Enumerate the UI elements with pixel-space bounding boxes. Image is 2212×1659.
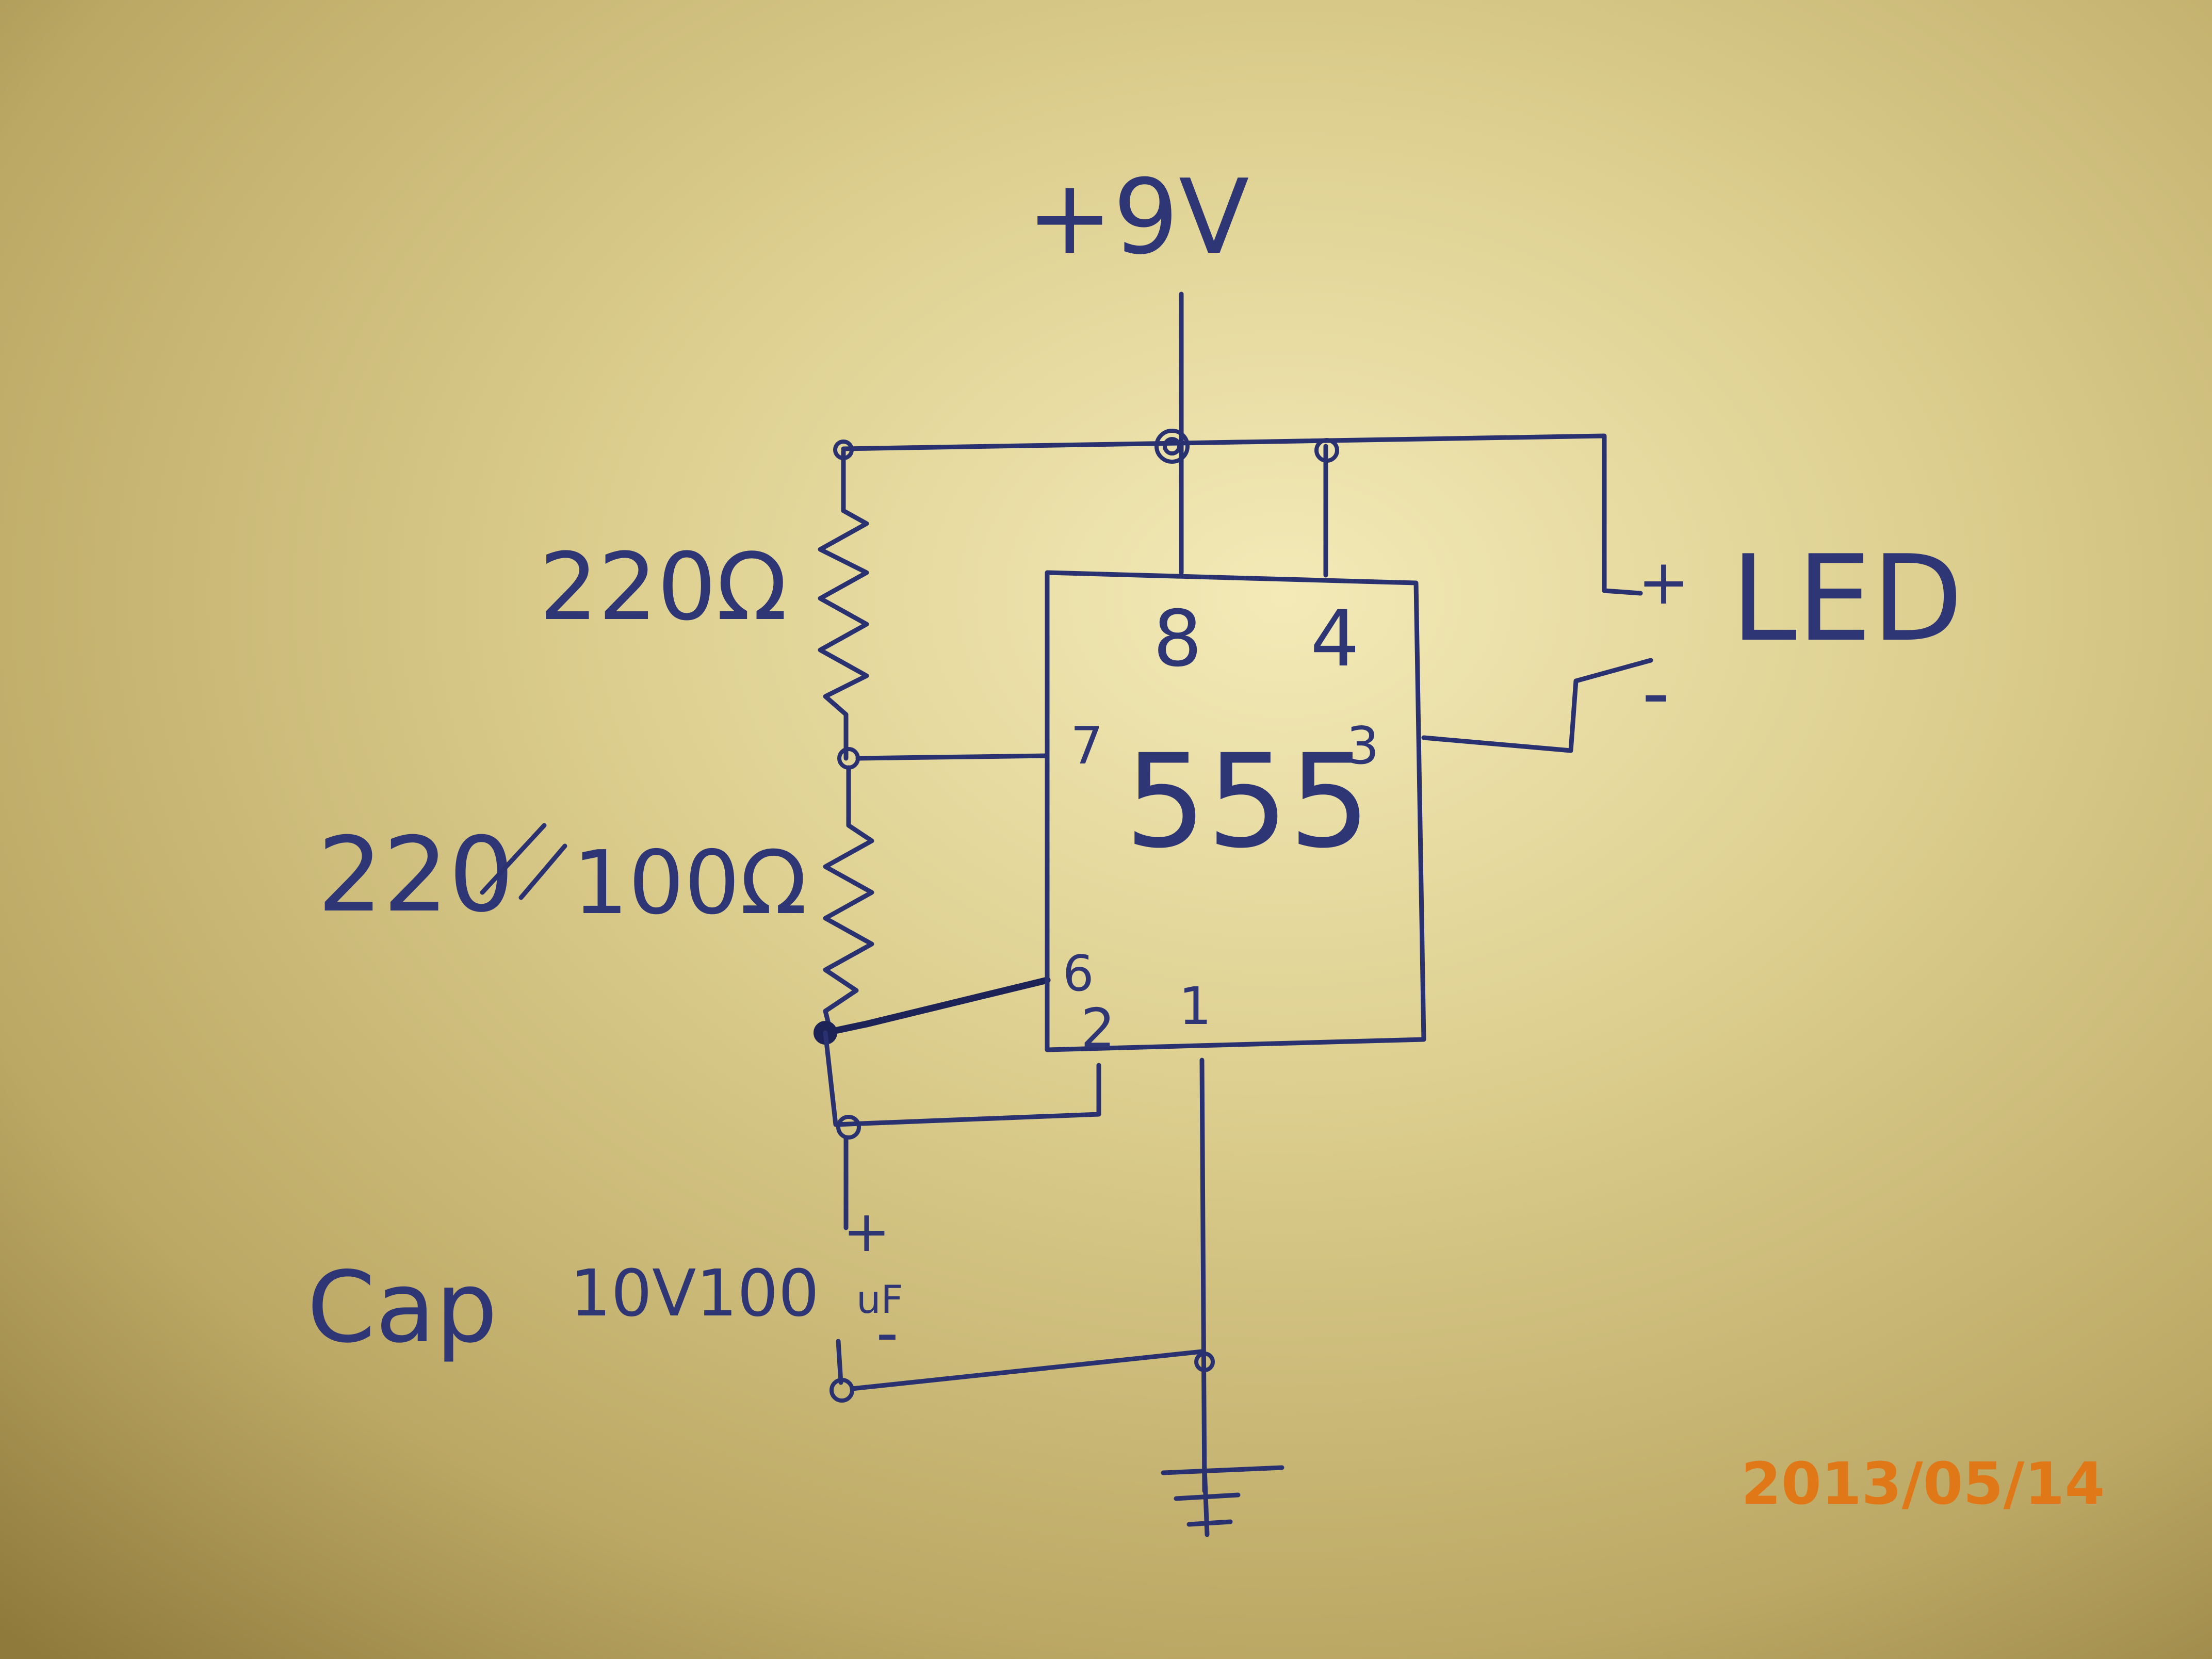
pin-8-label: 8 xyxy=(1153,594,1202,684)
supply-voltage-label: +9V xyxy=(1027,157,1249,278)
resistor-r1-label: 220Ω xyxy=(539,533,787,641)
ic-555-label: 555 xyxy=(1125,726,1371,876)
led-plus-mark: + xyxy=(1638,547,1690,619)
discharge-wire xyxy=(855,753,1050,761)
pin-4-label: 4 xyxy=(1310,594,1359,684)
ground-symbol xyxy=(1161,1465,1284,1537)
resistor-r2-separator xyxy=(518,843,567,900)
pin1-ground-wire xyxy=(1199,1058,1207,1493)
pin-1-label: 1 xyxy=(1179,976,1212,1036)
supply-junction-inner xyxy=(1163,437,1181,456)
capacitor-plus-mark: + xyxy=(843,1198,890,1264)
resistor-r2-struck-value: 220 xyxy=(317,815,514,935)
capacitor-unit: uF xyxy=(856,1277,903,1322)
led-label: LED xyxy=(1731,530,1963,668)
photo-date-stamp: 2013/05/14 xyxy=(1741,1451,2105,1518)
reset-junction xyxy=(1314,438,1339,463)
capacitor-minus-mark: - xyxy=(876,1297,898,1369)
capacitor-label-prefix: Cap xyxy=(307,1250,498,1364)
output-wire xyxy=(1421,658,1653,753)
ic-555-body xyxy=(1045,570,1426,1052)
led-minus-mark: - xyxy=(1642,648,1670,738)
pin-2-label: 2 xyxy=(1081,997,1115,1060)
pin-7-label: 7 xyxy=(1070,715,1103,776)
capacitor-top-junction xyxy=(836,1115,861,1140)
ground-return-wire xyxy=(850,1349,1205,1391)
capacitor-lead-bottom xyxy=(836,1339,843,1385)
threshold-wire xyxy=(822,977,1051,1036)
resistor-r2-symbol xyxy=(823,765,874,1034)
pin-3-label: 3 xyxy=(1346,715,1379,776)
resistor-r2-strike-mark xyxy=(480,823,547,895)
supply-junction xyxy=(1154,429,1190,464)
resistor-r2-label: 100Ω xyxy=(573,832,807,934)
trigger-loop-wire xyxy=(823,1030,1101,1127)
pin-6-label: 6 xyxy=(1063,946,1094,1002)
resistor-r1-symbol xyxy=(818,449,869,761)
capacitor-label-value: 10V100 xyxy=(570,1256,819,1331)
